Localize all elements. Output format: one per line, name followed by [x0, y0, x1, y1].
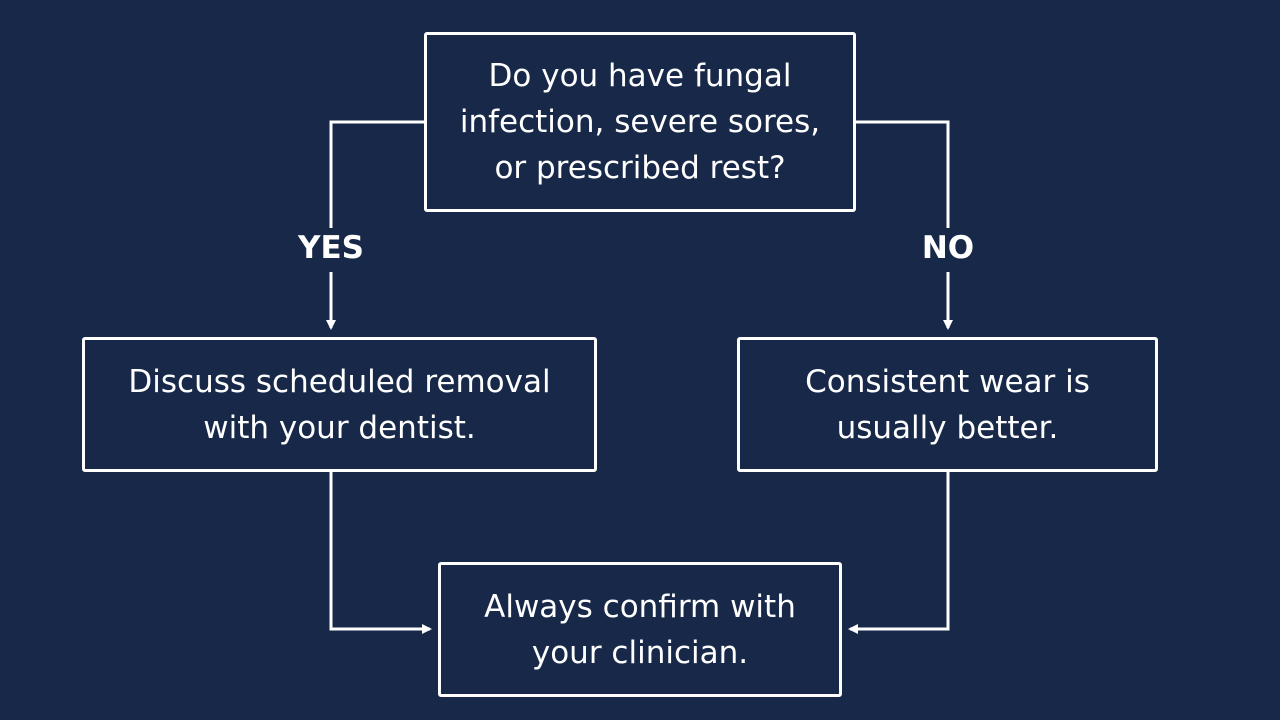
yes-to-final-connector — [329, 472, 432, 634]
no-outcome-line-1: Consistent wear is — [805, 363, 1090, 400]
final-note-line-1: Always confirm with — [484, 588, 796, 625]
yes-outcome-line-2: with your dentist. — [203, 409, 476, 446]
final-note-line-2: your clinician. — [531, 634, 749, 671]
no-outcome-box: Consistent wear is usually better. — [737, 337, 1158, 472]
no-to-final-connector — [848, 472, 950, 634]
yes-connector-top — [329, 120, 424, 228]
yes-outcome-box: Discuss scheduled removal with your dent… — [82, 337, 597, 472]
yes-label: YES — [298, 230, 364, 266]
yes-outcome-line-1: Discuss scheduled removal — [128, 363, 551, 400]
no-label: NO — [921, 230, 975, 266]
question-line-1: Do you have fungal — [488, 58, 792, 94]
no-outcome-line-2: usually better. — [836, 409, 1059, 446]
question-line-2: infection, severe sores, — [459, 104, 821, 140]
question-box: Do you have fungal infection, severe sor… — [424, 32, 856, 212]
final-note-box: Always confirm with your clinician. — [438, 562, 842, 697]
question-line-3: or prescribed rest? — [494, 150, 786, 186]
no-connector-top — [856, 120, 950, 228]
